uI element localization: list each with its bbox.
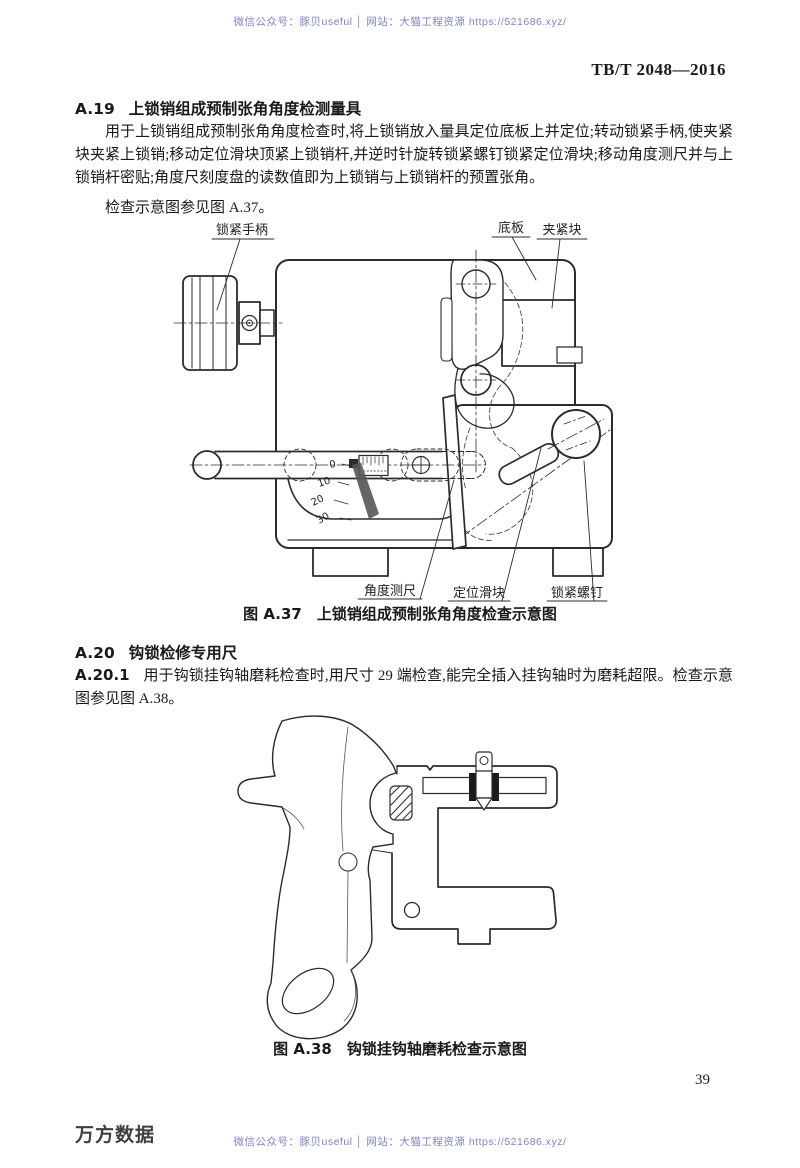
fig-a37-lock-pin	[440, 259, 515, 429]
fig-a37-lock-screw	[498, 409, 605, 486]
section-a19-number: A.19	[75, 100, 115, 118]
label-clamp-block: 夹紧块	[542, 223, 581, 238]
fig-a37-angle-scale	[333, 454, 389, 521]
fig-a37-feet	[312, 547, 604, 577]
fig-a38-hook-boss	[338, 852, 358, 872]
fig-a38-slide-pin	[469, 751, 499, 811]
figure-a37-caption: 图 A.37 上锁销组成预制张角角度检查示意图	[243, 605, 557, 623]
section-a19-note: 检查示意图参见图 A.37。	[105, 200, 274, 216]
footer-brand-logo: 万方数据	[75, 1124, 156, 1146]
fig-a38-axle-section	[389, 785, 413, 821]
section-a20-item-number: A.20.1	[75, 666, 130, 684]
fig-a37-lock-handle	[173, 275, 283, 371]
fig-a37-leader-lines	[211, 236, 608, 602]
section-a20-title: 钩锁检修专用尺	[128, 644, 238, 662]
section-a20-item: A.20.1 用于钩锁挂钩轴磨耗检查时,用尺寸 29 端检查,能完全插入挂钩轴时…	[75, 664, 733, 711]
page-number: 39	[695, 1072, 710, 1088]
fig-a38-hook	[237, 715, 397, 1040]
figure-a38-caption: 图 A.38 钩锁挂钩轴磨耗检查示意图	[273, 1040, 527, 1058]
fig-a38-hook-slot-hole	[281, 967, 335, 1015]
svg-text:0: 0	[329, 459, 337, 471]
section-a20-heading: A.20 钩锁检修专用尺	[75, 641, 237, 663]
label-lock-screw: 锁紧螺钉	[551, 585, 603, 601]
fig-a37-hidden-contours	[459, 265, 534, 541]
section-a20-item-body: 用于钩锁挂钩轴磨耗检查时,用尺寸 29 端检查,能完全插入挂钩轴时为磨耗超限。检…	[75, 668, 734, 707]
standard-code: TB/T 2048—2016	[591, 60, 726, 79]
svg-text:20: 20	[310, 493, 326, 508]
top-watermark: 微信公众号：豚贝useful │ 网站：大猫工程资源 https://52168…	[233, 16, 567, 28]
figure-a38-drawing	[237, 715, 558, 1040]
label-base-plate: 底板	[498, 220, 524, 236]
fig-a37-pusher-vane	[442, 394, 467, 550]
section-a20-number: A.20	[75, 644, 115, 662]
section-a19-body: 用于上锁销组成预制张角角度检查时,将上锁销放入量具定位底板上并定位;转动锁紧手柄…	[75, 124, 733, 186]
section-a19-title: 上锁销组成预制张角角度检测量具	[128, 100, 362, 118]
fig-a37-pin-rod	[189, 448, 486, 482]
bottom-watermark: 微信公众号：豚贝useful │ 网站：大猫工程资源 https://52168…	[233, 1136, 567, 1148]
section-a19-heading: A.19 上锁销组成预制张角角度检测量具	[75, 97, 361, 119]
fig-a38-gauge-hole	[403, 901, 421, 919]
figure-a37-drawing: 0 10 20 30	[173, 220, 613, 602]
label-positioning-slider: 定位滑块	[453, 586, 505, 601]
fig-a37-clamp-block	[501, 299, 583, 367]
label-lock-handle: 锁紧手柄	[216, 222, 268, 238]
fig-a37-angle-ruler-blade	[352, 462, 379, 519]
fig-a37-part-labels: 锁紧手柄 底板 夹紧块 角度测尺 定位滑块 锁紧螺钉	[216, 220, 603, 601]
label-angle-ruler: 角度测尺	[364, 583, 416, 599]
svg-text:10: 10	[317, 475, 333, 489]
